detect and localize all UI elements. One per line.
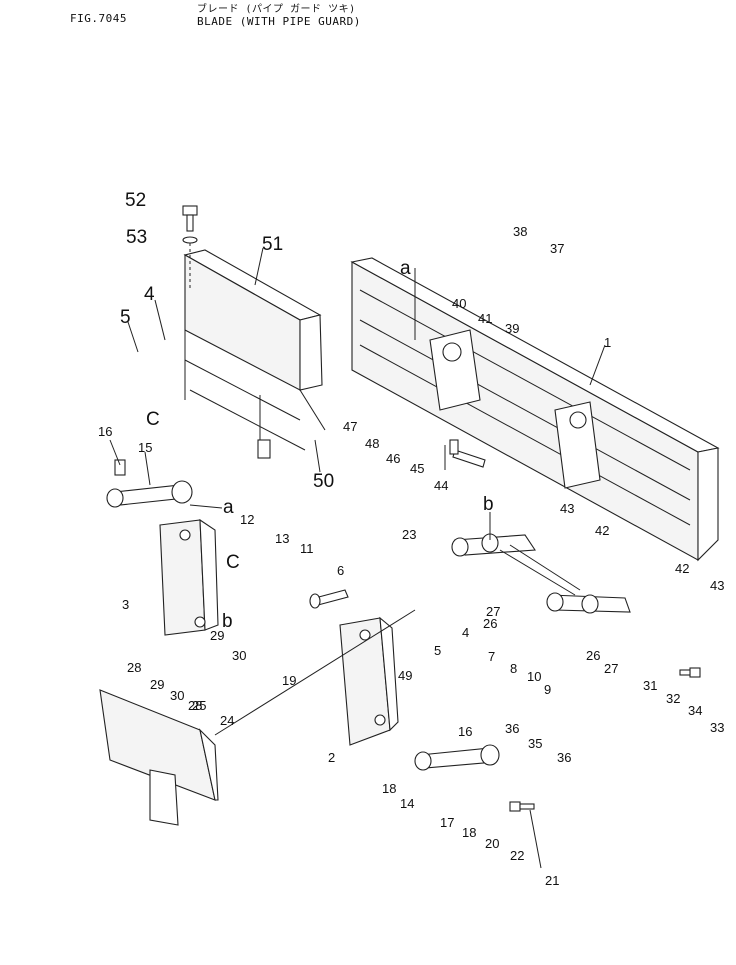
- link-14: [414, 744, 500, 771]
- callout-19: 29: [150, 677, 164, 692]
- callout-15: b: [222, 611, 233, 632]
- callout-64: 43: [710, 578, 724, 593]
- callout-24: 19: [282, 673, 296, 688]
- callout-53: 48: [365, 436, 379, 451]
- callout-32: 9: [544, 682, 551, 697]
- frame-23: [451, 533, 631, 614]
- callout-28: 49: [398, 668, 412, 683]
- callout-11: 11: [300, 541, 314, 556]
- callout-4: 5: [120, 307, 131, 328]
- arm-15: [106, 459, 193, 508]
- callout-31: 10: [527, 669, 541, 684]
- pin-6: [309, 589, 349, 609]
- callout-55: 45: [410, 461, 424, 476]
- callout-52: 47: [343, 419, 357, 434]
- callout-25: 2: [328, 750, 335, 765]
- callout-35: 16: [458, 724, 472, 739]
- callout-39: 22: [510, 848, 524, 863]
- callout-5: C: [146, 409, 160, 430]
- callout-33: 18: [382, 781, 396, 796]
- callout-22: 25: [192, 698, 206, 713]
- callout-3: 4: [144, 284, 155, 305]
- callout-8: a: [223, 497, 234, 518]
- bolt-52: [182, 205, 198, 290]
- callout-6: 16: [98, 424, 112, 439]
- callout-46: 37: [550, 241, 564, 256]
- callout-65: 26: [586, 648, 600, 663]
- callout-62: 26: [483, 616, 497, 631]
- callout-34: 14: [400, 796, 414, 811]
- callout-18: 28: [127, 660, 141, 675]
- callout-50: 39: [505, 321, 519, 336]
- center-bracket: [339, 616, 399, 746]
- figure-number: FIG.7045: [70, 12, 127, 25]
- callout-54: 46: [386, 451, 400, 466]
- callout-2: 51: [262, 234, 283, 255]
- callout-70: 33: [710, 720, 724, 735]
- callout-59: 43: [560, 501, 574, 516]
- title-japanese: ブレード (パイプ ガード ツキ): [197, 4, 356, 15]
- callout-16: 29: [210, 628, 224, 643]
- callout-9: 12: [240, 512, 254, 527]
- callout-26: 5: [434, 643, 441, 658]
- callout-1: 53: [126, 227, 147, 248]
- callout-36: 17: [440, 815, 454, 830]
- callout-56: 44: [434, 478, 448, 493]
- callout-21: 28: [188, 698, 202, 713]
- callout-14: C: [226, 552, 240, 573]
- callout-23: 24: [220, 713, 234, 728]
- callout-41: 36: [505, 721, 519, 736]
- callout-27: 4: [462, 625, 469, 640]
- callout-66: 27: [604, 661, 618, 676]
- callout-63: 42: [675, 561, 689, 576]
- callout-13: 3: [122, 597, 129, 612]
- callout-30: 8: [510, 661, 517, 676]
- callout-61: 27: [486, 604, 500, 619]
- callout-29: 7: [488, 649, 495, 664]
- diagram-title: BLADE (WITH PIPE GUARD): [197, 15, 361, 28]
- callout-45: 38: [513, 224, 527, 239]
- callout-17: 30: [232, 648, 246, 663]
- callout-42: 35: [528, 736, 542, 751]
- left-bracket: [159, 518, 219, 636]
- callout-40: 21: [545, 873, 559, 888]
- callout-69: 34: [688, 703, 702, 718]
- callout-7: 15: [138, 440, 152, 455]
- callout-57: 23: [402, 527, 416, 542]
- callout-51: 1: [604, 335, 611, 350]
- callout-10: 13: [275, 531, 289, 546]
- callout-60: 42: [595, 523, 609, 538]
- main-frame: [99, 689, 219, 826]
- callout-37: 18: [462, 825, 476, 840]
- bolt-21: [509, 801, 535, 812]
- pipe-guard: [183, 249, 326, 459]
- blade-body: [350, 257, 720, 562]
- callout-0: 52: [125, 190, 146, 211]
- callout-58: b: [483, 494, 494, 515]
- callout-43: 36: [557, 750, 571, 765]
- callout-38: 20: [485, 836, 499, 851]
- bolt-33: [679, 667, 701, 678]
- callout-47: a: [400, 258, 411, 279]
- callout-12: 6: [337, 563, 344, 578]
- callout-67: 31: [643, 678, 657, 693]
- pin-44: [449, 439, 486, 468]
- callout-48: 40: [452, 296, 466, 311]
- callout-68: 32: [666, 691, 680, 706]
- callout-44: 50: [313, 471, 334, 492]
- callout-20: 30: [170, 688, 184, 703]
- callout-49: 41: [478, 311, 492, 326]
- leader-lines: [109, 247, 606, 869]
